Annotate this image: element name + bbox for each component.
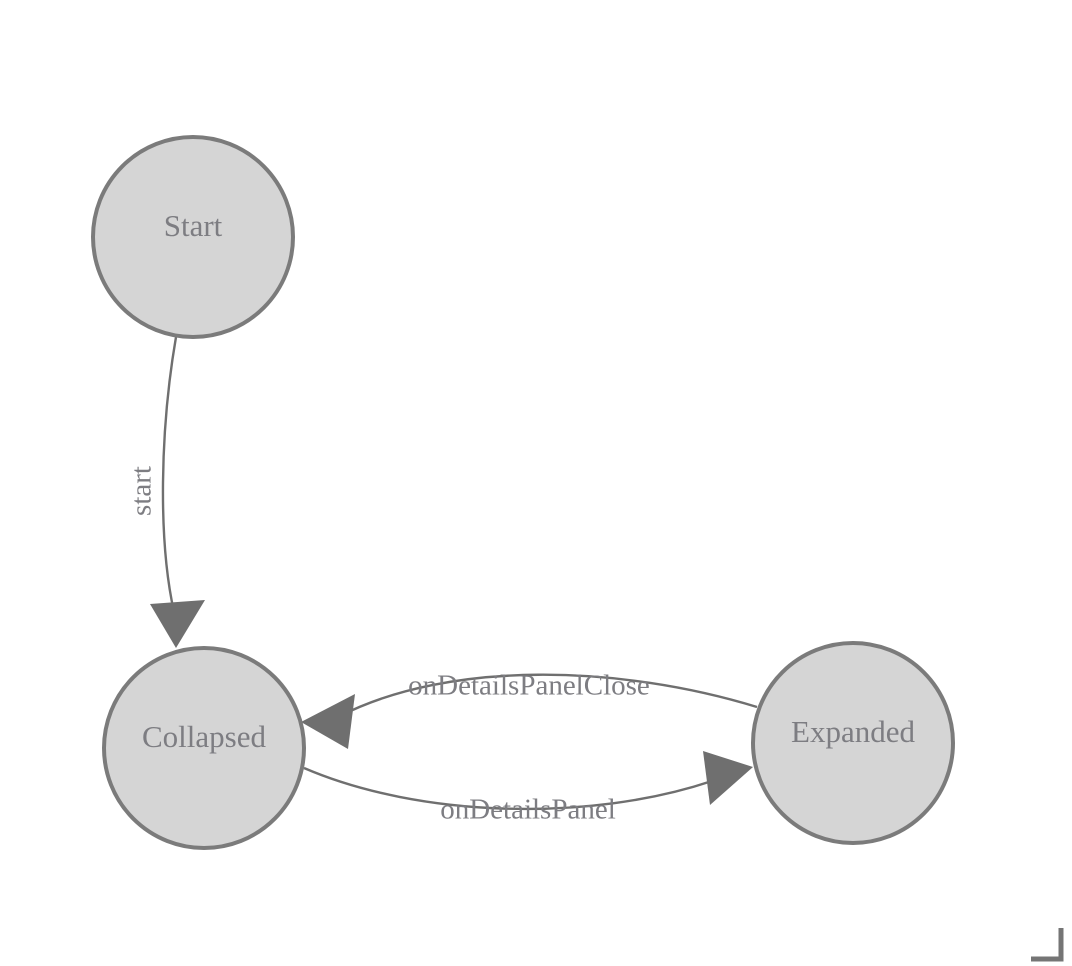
edge-expanded-to-collapsed[interactable]: onDetailsPanelClose — [301, 670, 758, 749]
resize-corner-handle[interactable] — [1031, 928, 1064, 962]
edge-start-to-collapsed[interactable]: start — [126, 336, 205, 648]
edge-label-start: start — [126, 466, 158, 516]
edge-collapsed-to-expanded-arrowhead — [703, 751, 753, 805]
edge-expanded-to-collapsed-arrowhead — [301, 694, 355, 749]
edge-label-on-details-panel-close: onDetailsPanelClose — [408, 670, 650, 702]
edge-collapsed-to-expanded-path — [303, 766, 713, 811]
node-collapsed-circle — [102, 646, 306, 850]
edge-collapsed-to-expanded[interactable]: onDetailsPanel — [303, 751, 753, 826]
node-expanded-label: Expanded — [791, 714, 915, 749]
edge-start-to-collapsed-path — [161, 336, 178, 613]
edge-expanded-to-collapsed-path — [339, 673, 758, 718]
node-start-label: Start — [164, 208, 223, 243]
node-expanded[interactable]: Expanded — [751, 641, 955, 845]
edge-label-on-details-panel: onDetailsPanel — [440, 794, 616, 826]
node-collapsed-label: Collapsed — [142, 719, 266, 754]
resize-corner-handle-mark — [1031, 928, 1064, 962]
node-expanded-circle — [751, 641, 955, 845]
edge-start-to-collapsed-arrowhead — [150, 600, 205, 648]
node-start[interactable]: Start — [91, 135, 295, 339]
node-start-circle — [91, 135, 295, 339]
node-collapsed[interactable]: Collapsed — [102, 646, 306, 850]
